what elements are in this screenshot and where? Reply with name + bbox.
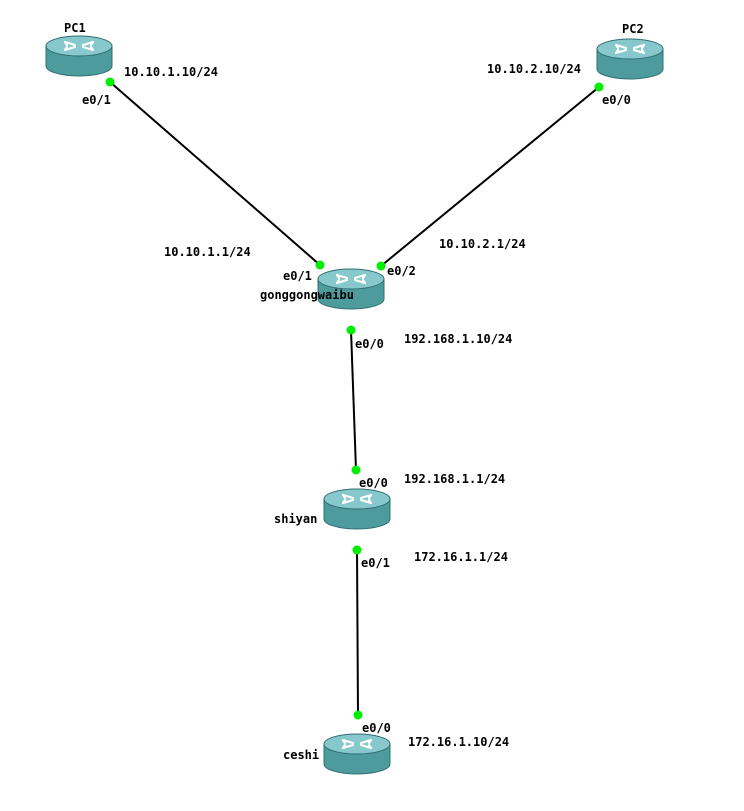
link-pc1-core[interactable] xyxy=(109,81,321,266)
link-core-shiyan[interactable] xyxy=(350,329,357,471)
node-label-ceshi: ceshi xyxy=(283,748,319,762)
node-label-gonggongwaibu: gonggongwaibu xyxy=(260,288,354,302)
router-pc2[interactable] xyxy=(595,37,665,81)
port-label: e0/0 xyxy=(362,721,391,735)
links-layer xyxy=(109,81,600,716)
router-shiyan[interactable] xyxy=(322,487,392,531)
ip-label: 10.10.1.10/24 xyxy=(124,65,218,79)
ip-label: 192.168.1.1/24 xyxy=(404,472,505,486)
router-icon xyxy=(44,34,114,78)
port-label: e0/1 xyxy=(283,269,312,283)
node-label-pc1: PC1 xyxy=(64,21,86,35)
router-icon xyxy=(322,487,392,531)
port-label: e0/0 xyxy=(359,476,388,490)
ip-label: 172.16.1.1/24 xyxy=(414,550,508,564)
port-label: e0/2 xyxy=(387,264,416,278)
router-icon xyxy=(595,37,665,81)
port-status-dot xyxy=(353,710,363,720)
router-pc1[interactable] xyxy=(44,34,114,78)
node-label-shiyan: shiyan xyxy=(274,512,317,526)
port-status-dot xyxy=(105,77,115,87)
node-label-pc2: PC2 xyxy=(622,22,644,36)
ip-label: 192.168.1.10/24 xyxy=(404,332,512,346)
port-status-dot xyxy=(594,82,604,92)
link-pc2-core[interactable] xyxy=(380,86,600,267)
ip-label: 10.10.1.1/24 xyxy=(164,245,251,259)
port-status-dot xyxy=(346,325,356,335)
ip-label: 172.16.1.10/24 xyxy=(408,735,509,749)
port-status-dot xyxy=(315,260,325,270)
port-label: e0/0 xyxy=(602,93,631,107)
port-label: e0/0 xyxy=(355,337,384,351)
ip-label: 10.10.2.1/24 xyxy=(439,237,526,251)
port-dots xyxy=(105,77,604,720)
port-label: e0/1 xyxy=(82,93,111,107)
link-shiyan-ceshi[interactable] xyxy=(356,549,359,716)
port-status-dot xyxy=(376,261,386,271)
port-label: e0/1 xyxy=(361,556,390,570)
router-icon xyxy=(322,732,392,776)
port-status-dot xyxy=(351,465,361,475)
ip-label: 10.10.2.10/24 xyxy=(487,62,581,76)
port-status-dot xyxy=(352,545,362,555)
router-ceshi[interactable] xyxy=(322,732,392,776)
